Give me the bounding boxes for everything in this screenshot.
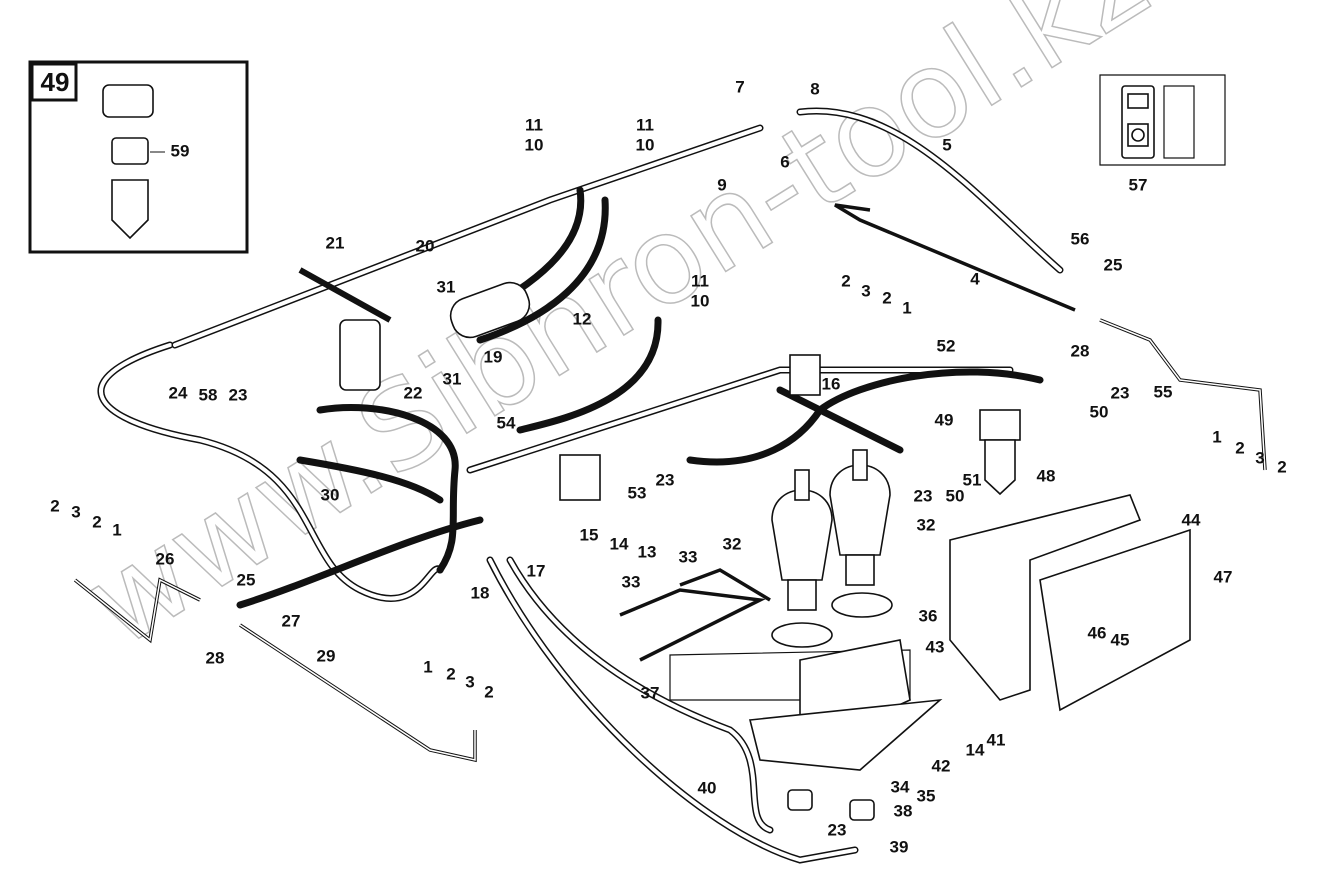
callout-19: 19 [484, 347, 503, 366]
callout-11: 11 [525, 115, 543, 134]
components [298, 267, 1191, 821]
callout-2: 2 [484, 682, 493, 701]
callout-27: 27 [282, 611, 301, 630]
callout-25: 25 [1104, 255, 1123, 274]
callout-23: 23 [828, 820, 847, 839]
callout-2: 2 [50, 496, 59, 515]
callout-12: 12 [573, 309, 592, 328]
callout-23: 23 [656, 470, 675, 489]
callout-32: 32 [723, 534, 742, 553]
callout-23: 23 [1111, 383, 1130, 402]
callout-33: 33 [679, 547, 698, 566]
callout-20: 20 [416, 236, 435, 255]
hoses [97, 107, 1064, 864]
callout-1: 1 [1212, 427, 1221, 446]
callout-31: 31 [443, 369, 462, 388]
callout-31: 31 [437, 277, 456, 296]
callout-10: 10 [691, 291, 710, 310]
callout-2: 2 [1235, 438, 1244, 457]
callout-8: 8 [810, 79, 819, 98]
callout-26: 26 [156, 549, 175, 568]
callout-55: 55 [1154, 382, 1173, 401]
callout-29: 29 [317, 646, 336, 665]
callout-7: 7 [735, 77, 744, 96]
callout-1: 1 [112, 520, 121, 539]
callout-38: 38 [894, 801, 913, 820]
callout-47: 47 [1214, 567, 1233, 586]
inset-label: 49 [41, 67, 70, 97]
callout-24: 24 [169, 383, 188, 402]
callout-43: 43 [926, 637, 945, 656]
callout-2: 2 [882, 288, 891, 307]
callout-40: 40 [698, 778, 717, 797]
callout-17: 17 [527, 561, 546, 580]
callout-53: 53 [628, 483, 647, 502]
callout-51: 51 [963, 470, 982, 489]
callout-21: 21 [326, 233, 345, 252]
callout-32: 32 [917, 515, 936, 534]
callout-2: 2 [446, 664, 455, 683]
callout-23: 23 [229, 385, 248, 404]
callout-44: 44 [1182, 510, 1201, 529]
callout-14: 14 [610, 534, 629, 553]
callout-15: 15 [580, 525, 599, 544]
callout-3: 3 [1255, 448, 1264, 467]
callout-49: 49 [935, 410, 954, 429]
callout-52: 52 [937, 336, 956, 355]
callout-9: 9 [717, 175, 726, 194]
callout-50: 50 [1090, 402, 1109, 421]
callout-30: 30 [321, 485, 340, 504]
callout-11: 11 [636, 115, 654, 134]
callout-25: 25 [237, 570, 256, 589]
callout-6: 6 [780, 152, 789, 171]
tubes [73, 203, 1267, 763]
callout-13: 13 [638, 542, 657, 561]
callout-16: 16 [822, 374, 841, 393]
inset-label: 59 [171, 141, 190, 160]
callout-35: 35 [917, 786, 936, 805]
callout-5: 5 [942, 135, 951, 154]
callout-36: 36 [919, 606, 938, 625]
callout-42: 42 [932, 756, 951, 775]
callout-54: 54 [497, 413, 516, 432]
callout-1: 1 [423, 657, 432, 676]
callout-39: 39 [890, 837, 909, 856]
callout-22: 22 [404, 383, 423, 402]
callout-18: 18 [471, 583, 490, 602]
callout-3: 3 [861, 281, 870, 300]
callout-45: 45 [1111, 630, 1130, 649]
callout-10: 10 [525, 135, 544, 154]
callout-48: 48 [1037, 466, 1056, 485]
callout-14: 14 [966, 740, 985, 759]
callout-2: 2 [841, 271, 850, 290]
callout-37: 37 [641, 683, 660, 702]
callout-3: 3 [465, 672, 474, 691]
inset-box-49 [28, 60, 249, 254]
callout-2: 2 [92, 512, 101, 531]
callout-41: 41 [987, 730, 1006, 749]
callout-34: 34 [891, 777, 910, 796]
inset-label: 57 [1129, 175, 1148, 194]
callout-28: 28 [206, 648, 225, 667]
callout-3: 3 [71, 502, 80, 521]
callout-1: 1 [902, 298, 911, 317]
callout-4: 4 [970, 269, 980, 288]
callout-23: 23 [914, 486, 933, 505]
callout-11: 11 [691, 271, 709, 290]
callout-28: 28 [1071, 341, 1090, 360]
callout-46: 46 [1088, 623, 1107, 642]
callout-56: 56 [1071, 229, 1090, 248]
switch-panel-inset [1099, 74, 1226, 166]
callout-33: 33 [622, 572, 641, 591]
callout-58: 58 [199, 385, 218, 404]
callout-50: 50 [946, 486, 965, 505]
callout-2: 2 [1277, 457, 1286, 476]
callout-10: 10 [636, 135, 655, 154]
